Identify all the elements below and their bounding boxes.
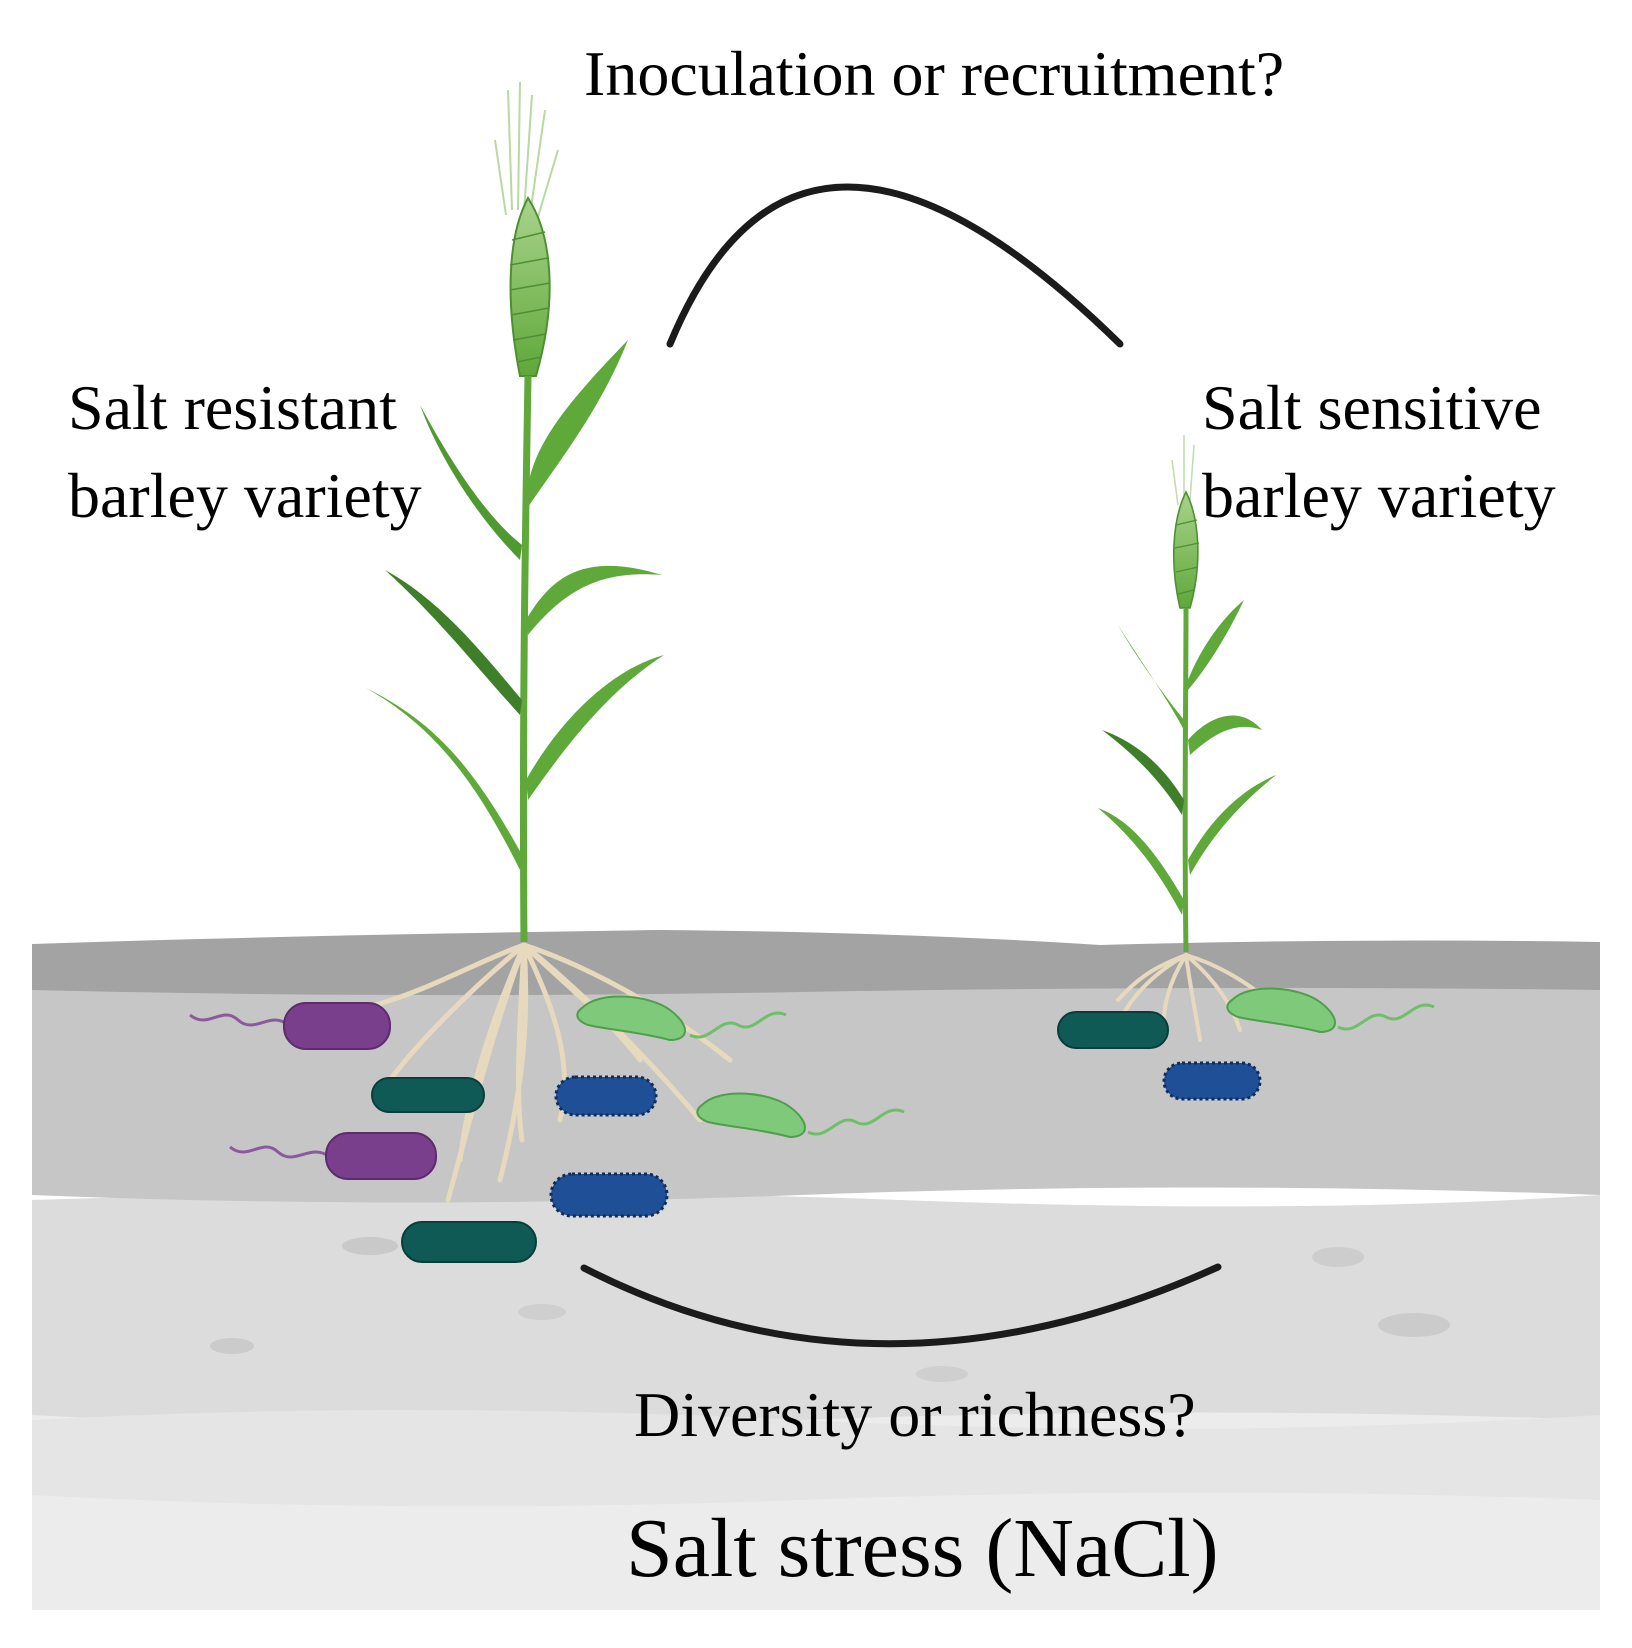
soil-layer-mid: [32, 975, 1600, 1203]
leaf: [526, 565, 662, 635]
leaf: [1188, 600, 1244, 690]
bacterium-flagellum: [1337, 1003, 1435, 1031]
leaf: [1102, 730, 1184, 815]
leaf: [526, 340, 628, 510]
bacterium-flagellum: [689, 1011, 787, 1039]
leaf: [420, 405, 522, 560]
bacteria-sensitive: [1057, 987, 1435, 1101]
leaf: [1098, 808, 1184, 915]
top-question-label: Inoculation or recruitment?: [584, 38, 1285, 109]
salt-resistant-barley-plant: [366, 81, 664, 943]
leaf: [526, 655, 664, 800]
leaf: [1188, 715, 1262, 755]
salt-sensitive-barley-plant: [1098, 435, 1276, 953]
salt-stress-label: Salt stress (NaCl): [626, 1502, 1219, 1595]
bacterium-purple: [283, 1002, 391, 1050]
barley-awns: [1171, 435, 1195, 506]
salt-resistant-variety-line2: barley variety: [68, 459, 422, 531]
bottom-arc: [580, 1263, 1222, 1348]
bacterium-purple: [325, 1132, 437, 1180]
bacterium-blue: [1162, 1061, 1262, 1101]
pebble: [1378, 1313, 1450, 1337]
leaf: [1188, 775, 1276, 875]
pebble: [518, 1304, 566, 1320]
salt-resistant-variety-line1: Salt resistant: [68, 372, 397, 443]
bacterium-green: [1226, 987, 1336, 1034]
leaf: [366, 688, 522, 870]
leaf: [1118, 625, 1184, 730]
bacterium-green: [576, 995, 686, 1042]
pebble: [342, 1237, 398, 1255]
soil-layer-top: [32, 930, 1600, 996]
barley-awns: [494, 81, 559, 221]
bacterium-flagellum: [807, 1108, 905, 1136]
bacterium-teal: [1057, 1011, 1169, 1049]
barley-stem: [1182, 607, 1189, 953]
leaf: [385, 570, 522, 715]
soil-layer-lighter: [32, 1410, 1600, 1507]
bottom-question-label: Diversity or richness?: [634, 1379, 1196, 1450]
salt-sensitive-variety-label: Salt sensitive barley variety: [1202, 364, 1556, 539]
bacterium-green: [696, 1092, 806, 1139]
bacteria-resistant: [189, 995, 905, 1263]
bacterium-teal: [371, 1077, 485, 1113]
salt-sensitive-variety-line1: Salt sensitive: [1202, 372, 1542, 443]
salt-resistant-variety-label: Salt resistant barley variety: [68, 364, 422, 539]
salt-sensitive-variety-line2: barley variety: [1202, 459, 1556, 531]
bacterium-teal: [401, 1221, 537, 1263]
bacterium-blue: [549, 1075, 669, 1218]
bacterium-flagellum: [229, 1145, 331, 1159]
barley-stem: [519, 375, 532, 943]
bacterium-flagellum: [189, 1013, 289, 1027]
pebble: [210, 1338, 254, 1354]
pebble: [916, 1366, 968, 1382]
pebble: [1312, 1247, 1364, 1267]
barley-spike: [1173, 490, 1199, 609]
top-arc: [666, 183, 1124, 348]
